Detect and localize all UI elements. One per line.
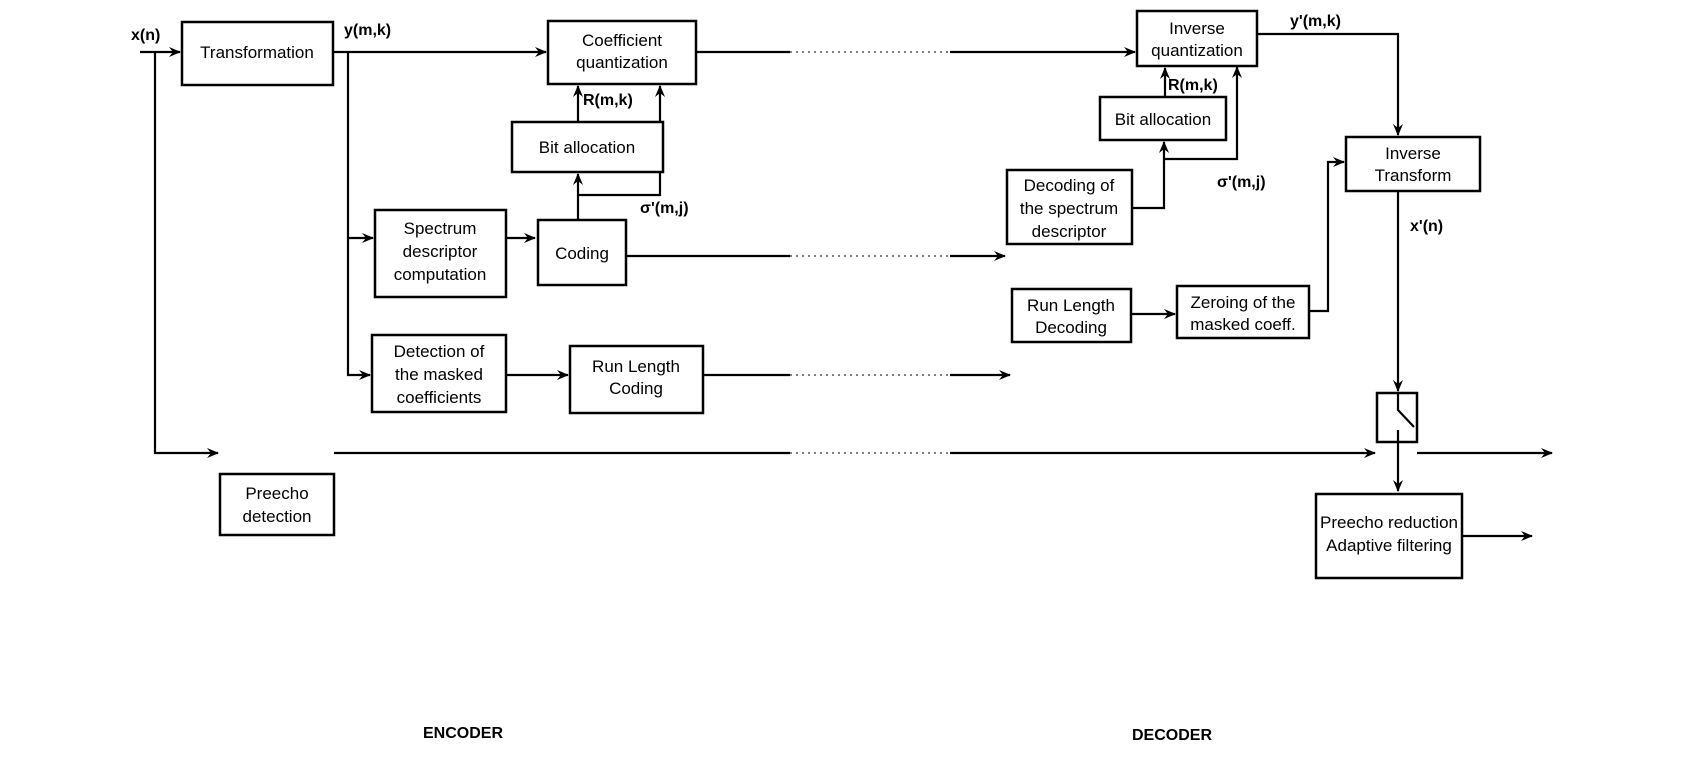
- signal-sigma-enc: σ'(m,j): [640, 200, 689, 217]
- svg-text:Spectrum: Spectrum: [404, 219, 477, 238]
- signal-r-dec: R(m,k): [1168, 77, 1218, 94]
- svg-text:Inverse: Inverse: [1169, 19, 1225, 38]
- block-inverse-transform: Inverse Transform: [1344, 135, 1482, 193]
- signal-x-prime: x'(n): [1410, 218, 1443, 235]
- svg-text:Decoding: Decoding: [1035, 318, 1107, 337]
- block-preecho-reduction: Preecho reduction Adaptive filtering: [1314, 492, 1464, 580]
- block-zeroing: Zeroing of the masked coeff.: [1175, 284, 1311, 340]
- svg-text:Decoding of: Decoding of: [1024, 176, 1115, 195]
- svg-text:Transformation: Transformation: [200, 43, 314, 62]
- encoder-label: ENCODER: [423, 725, 503, 742]
- block-bit-allocation-encoder: Bit allocation: [510, 120, 665, 174]
- block-decoding-spectrum: Decoding of the spectrum descriptor: [1005, 168, 1134, 246]
- block-spectrum-descriptor: Spectrum descriptor computation: [373, 208, 508, 299]
- svg-text:descriptor: descriptor: [1032, 222, 1107, 241]
- svg-text:Adaptive filtering: Adaptive filtering: [1326, 536, 1452, 555]
- signal-sigma-dec: σ'(m,j): [1217, 174, 1266, 191]
- svg-text:Coefficient: Coefficient: [582, 31, 662, 50]
- svg-text:Run Length: Run Length: [1027, 296, 1115, 315]
- svg-text:Transform: Transform: [1375, 166, 1452, 185]
- signal-x-n: x(n): [131, 27, 160, 44]
- svg-text:Run Length: Run Length: [592, 357, 680, 376]
- block-run-length-decoding: Run Length Decoding: [1010, 287, 1133, 344]
- signal-r-enc: R(m,k): [583, 92, 633, 109]
- svg-text:Coding: Coding: [555, 244, 609, 263]
- signal-y-prime: y'(m,k): [1290, 13, 1341, 30]
- block-preecho-detection: Preecho detection: [218, 472, 336, 537]
- svg-text:Bit allocation: Bit allocation: [539, 138, 635, 157]
- svg-text:Inverse: Inverse: [1385, 144, 1441, 163]
- block-coefficient-quantization: Coefficient quantization: [546, 19, 698, 86]
- svg-text:Bit allocation: Bit allocation: [1115, 110, 1211, 129]
- svg-text:Zeroing of the: Zeroing of the: [1191, 293, 1296, 312]
- svg-text:the spectrum: the spectrum: [1020, 199, 1118, 218]
- block-transformation: Transformation: [180, 20, 335, 87]
- block-coding: Coding: [536, 218, 628, 287]
- svg-text:computation: computation: [394, 265, 487, 284]
- block-masked-detection: Detection of the masked coefficients: [370, 333, 508, 414]
- svg-text:descriptor: descriptor: [403, 242, 478, 261]
- svg-text:Detection of: Detection of: [394, 342, 485, 361]
- svg-text:the masked: the masked: [395, 365, 483, 384]
- switch-icon: [1375, 391, 1419, 444]
- connections: [140, 32, 1553, 541]
- svg-text:masked coeff.: masked coeff.: [1190, 315, 1296, 334]
- svg-text:Preecho reduction: Preecho reduction: [1320, 513, 1458, 532]
- svg-text:detection: detection: [243, 507, 312, 526]
- svg-text:quantization: quantization: [1151, 41, 1243, 60]
- svg-text:quantization: quantization: [576, 53, 668, 72]
- block-inverse-quantization: Inverse quantization: [1135, 9, 1259, 68]
- block-run-length-coding: Run Length Coding: [568, 344, 705, 415]
- decoder-label: DECODER: [1132, 727, 1212, 744]
- signal-y-m-k: y(m,k): [344, 22, 391, 39]
- block-bit-allocation-decoder: Bit allocation: [1098, 95, 1228, 142]
- svg-text:Coding: Coding: [609, 379, 663, 398]
- svg-text:coefficients: coefficients: [397, 388, 482, 407]
- svg-text:Preecho: Preecho: [245, 484, 308, 503]
